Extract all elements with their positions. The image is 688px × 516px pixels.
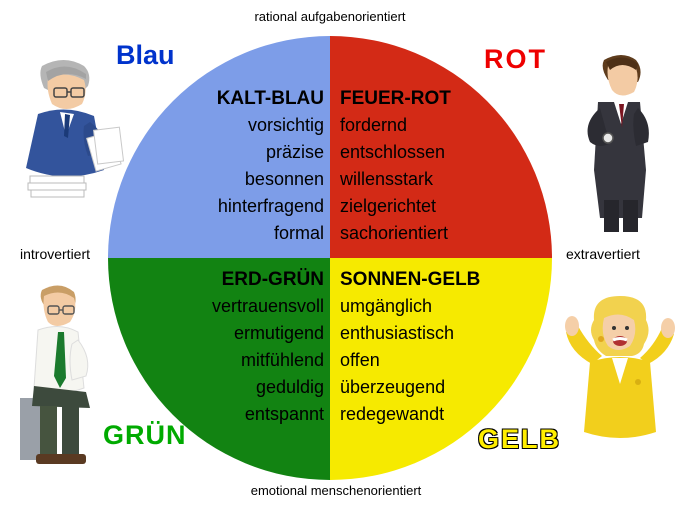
quadrant-title: KALT-BLAU	[216, 88, 324, 109]
axis-label-right: extravertiert	[566, 246, 640, 262]
quadrant-gruen-shape	[108, 258, 330, 480]
woman-cheering-illustration	[565, 296, 675, 438]
quadrant-kalt-blau-text: KALT-BLAU vorsichtig präzise besonnen hi…	[217, 85, 324, 247]
man-checking-watch-illustration	[587, 55, 649, 232]
quadrant-feuer-rot-text: FEUER-ROT fordernd entschlossen willenss…	[340, 85, 451, 247]
quadrant-trait: zielgerichtet	[340, 196, 437, 216]
quadrant-trait: präzise	[265, 142, 324, 162]
quadrant-trait: ermutigend	[233, 323, 324, 343]
quadrant-gelb-shape	[330, 258, 552, 480]
quadrant-blau-shape	[108, 36, 330, 258]
quadrant-erd-gruen-text: ERD-GRÜN vertrauensvoll ermutigend mitfü…	[212, 266, 324, 428]
quadrant-trait: überzeugend	[340, 377, 446, 397]
quadrant-sonnen-gelb-text: SONNEN-GELB umgänglich enthusiastisch of…	[340, 266, 480, 428]
axis-label-bottom: emotional menschenorientiert	[250, 483, 422, 498]
quadrant-trait: redegewandt	[340, 404, 445, 424]
quadrant-trait: geduldig	[255, 377, 324, 397]
quadrant-trait: offen	[340, 350, 380, 370]
quadrant-title: FEUER-ROT	[340, 88, 451, 109]
quadrant-trait: besonnen	[244, 169, 324, 189]
quadrant-trait: mitfühlend	[240, 350, 324, 370]
quadrant-trait: sachorientiert	[340, 223, 449, 243]
quadrant-trait: hinterfragend	[217, 196, 324, 216]
quadrant-rot-shape	[330, 36, 552, 258]
quadrant-trait: formal	[273, 223, 324, 243]
corner-label-gelb: GELB	[478, 424, 562, 454]
quadrant-trait: entschlossen	[340, 142, 446, 162]
quadrant-trait: vorsichtig	[247, 115, 324, 135]
corner-label-blau: Blau	[116, 40, 175, 70]
quadrant-trait: willensstark	[340, 169, 434, 189]
axis-label-top: rational aufgabenorientiert	[254, 9, 406, 24]
corner-label-gruen: GRÜN	[103, 420, 187, 450]
quadrant-trait: vertrauensvoll	[211, 296, 324, 316]
man-reading-documents-illustration	[26, 60, 124, 198]
axis-label-left: introvertiert	[20, 246, 91, 262]
quadrant-title: ERD-GRÜN	[221, 269, 324, 290]
corner-label-rot: ROT	[484, 44, 547, 74]
man-sitting-green-tie-illustration	[20, 285, 90, 464]
quadrant-trait: enthusiastisch	[340, 323, 455, 343]
quadrant-trait: umgänglich	[340, 296, 433, 316]
quadrant-trait: fordernd	[340, 115, 408, 135]
quadrant-trait: entspannt	[244, 404, 324, 424]
quadrant-title: SONNEN-GELB	[340, 269, 481, 290]
